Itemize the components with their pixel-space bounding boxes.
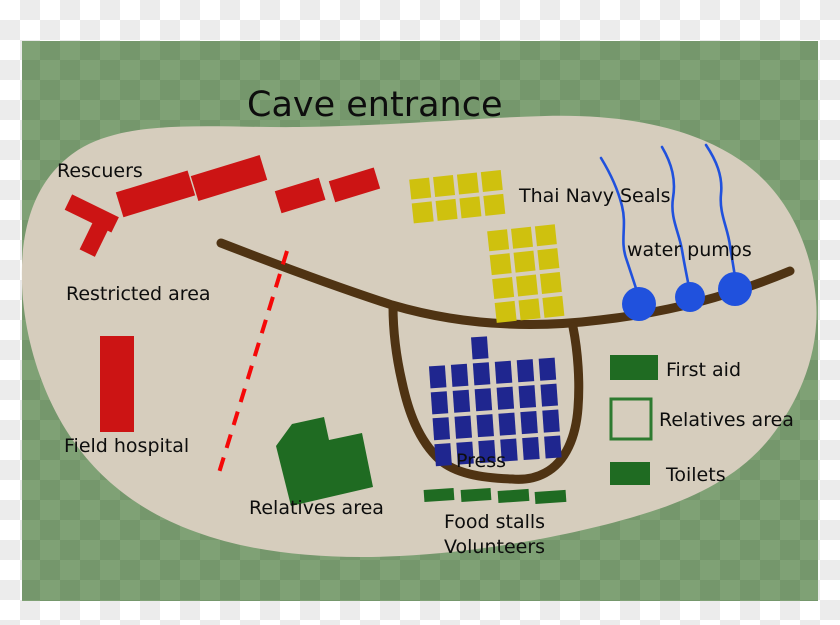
tent xyxy=(539,272,562,295)
press-tent xyxy=(454,415,473,439)
label-rescuers: Rescuers xyxy=(57,160,143,182)
press-tent xyxy=(452,389,471,413)
pump-hose xyxy=(599,156,641,300)
tent xyxy=(511,226,533,249)
press-tent xyxy=(498,412,516,436)
rescuer-building xyxy=(328,167,381,203)
restricted-boundary-line xyxy=(216,250,289,477)
press-tent xyxy=(518,385,537,409)
legend: First aid Relatives area Toilets xyxy=(609,355,794,486)
road-press-left-branch xyxy=(388,301,517,484)
terrain-sand-area xyxy=(21,115,817,557)
navy-seals-tents-lower xyxy=(487,224,565,323)
tent xyxy=(513,250,536,273)
tent xyxy=(483,193,506,216)
navy-seals-tents-upper xyxy=(409,170,506,224)
press-tent xyxy=(472,362,491,386)
press-tent xyxy=(538,357,557,381)
tent xyxy=(409,177,432,200)
press-tent xyxy=(544,435,562,459)
page-title: Cave entrance xyxy=(247,85,503,125)
tent xyxy=(459,196,482,219)
tent xyxy=(518,298,541,321)
label-restricted-area: Restricted area xyxy=(66,283,211,305)
legend-label-toilets: Toilets xyxy=(665,464,726,486)
label-field-hospital: Field hospital xyxy=(64,435,189,457)
food-stall xyxy=(460,487,492,503)
tent xyxy=(489,253,512,276)
relatives-area-structure xyxy=(276,417,373,506)
field-hospital-building xyxy=(100,336,134,432)
press-tent xyxy=(456,441,474,465)
tent xyxy=(411,201,434,224)
label-press: Press xyxy=(456,450,506,472)
water-pump-hoses xyxy=(599,143,738,300)
press-tent xyxy=(474,388,493,412)
label-volunteers: Volunteers xyxy=(444,536,545,558)
legend-swatch-toilets xyxy=(610,462,650,485)
press-tent xyxy=(428,365,447,389)
water-pump xyxy=(622,287,656,321)
rescuer-building xyxy=(79,211,114,257)
tent xyxy=(537,248,560,271)
press-tent xyxy=(476,414,494,438)
food-stall xyxy=(534,489,567,505)
water-pump xyxy=(718,272,752,306)
label-water-pumps: water pumps xyxy=(627,239,752,261)
legend-swatch-first-aid xyxy=(610,355,658,380)
press-tent xyxy=(516,359,535,383)
legend-label-relatives-area: Relatives area xyxy=(659,409,794,431)
water-pump xyxy=(675,282,705,312)
pump-hose xyxy=(704,143,738,286)
press-tent xyxy=(522,436,540,461)
press-tent xyxy=(520,411,538,435)
rescuer-building xyxy=(190,155,268,201)
legend-label-first-aid: First aid xyxy=(666,359,741,381)
press-tents xyxy=(428,336,562,467)
tent xyxy=(542,295,565,318)
tent xyxy=(435,198,458,221)
legend-swatch-relatives-area xyxy=(609,397,653,441)
food-stall xyxy=(423,487,455,503)
tent xyxy=(480,170,503,193)
label-relatives-area: Relatives area xyxy=(249,497,384,519)
tent xyxy=(494,300,517,323)
tent xyxy=(516,274,539,297)
press-tent xyxy=(471,336,489,360)
label-food-stalls: Food stalls xyxy=(444,511,545,533)
press-tent xyxy=(500,438,518,462)
tent xyxy=(487,229,510,252)
press-tent xyxy=(432,417,451,441)
label-thai-navy-seals: Thai Navy Seals xyxy=(518,185,671,207)
press-tent xyxy=(450,363,469,387)
rescuer-building xyxy=(115,170,196,218)
road-press-right-branch xyxy=(507,322,584,484)
press-tent xyxy=(478,440,496,464)
press-tent xyxy=(496,386,515,410)
rescuer-building xyxy=(274,177,326,214)
press-tent xyxy=(494,360,513,384)
press-tent xyxy=(434,443,452,467)
press-tent xyxy=(542,409,560,433)
press-tent xyxy=(430,391,449,415)
pump-hose xyxy=(660,145,692,294)
rescuers-buildings xyxy=(64,155,381,257)
food-stalls-row xyxy=(423,487,567,505)
tent xyxy=(456,172,479,195)
tent xyxy=(492,277,515,300)
water-pumps xyxy=(622,272,752,321)
tent xyxy=(433,175,456,198)
food-stall xyxy=(497,488,530,504)
press-tent xyxy=(540,383,558,407)
tent xyxy=(534,224,557,247)
